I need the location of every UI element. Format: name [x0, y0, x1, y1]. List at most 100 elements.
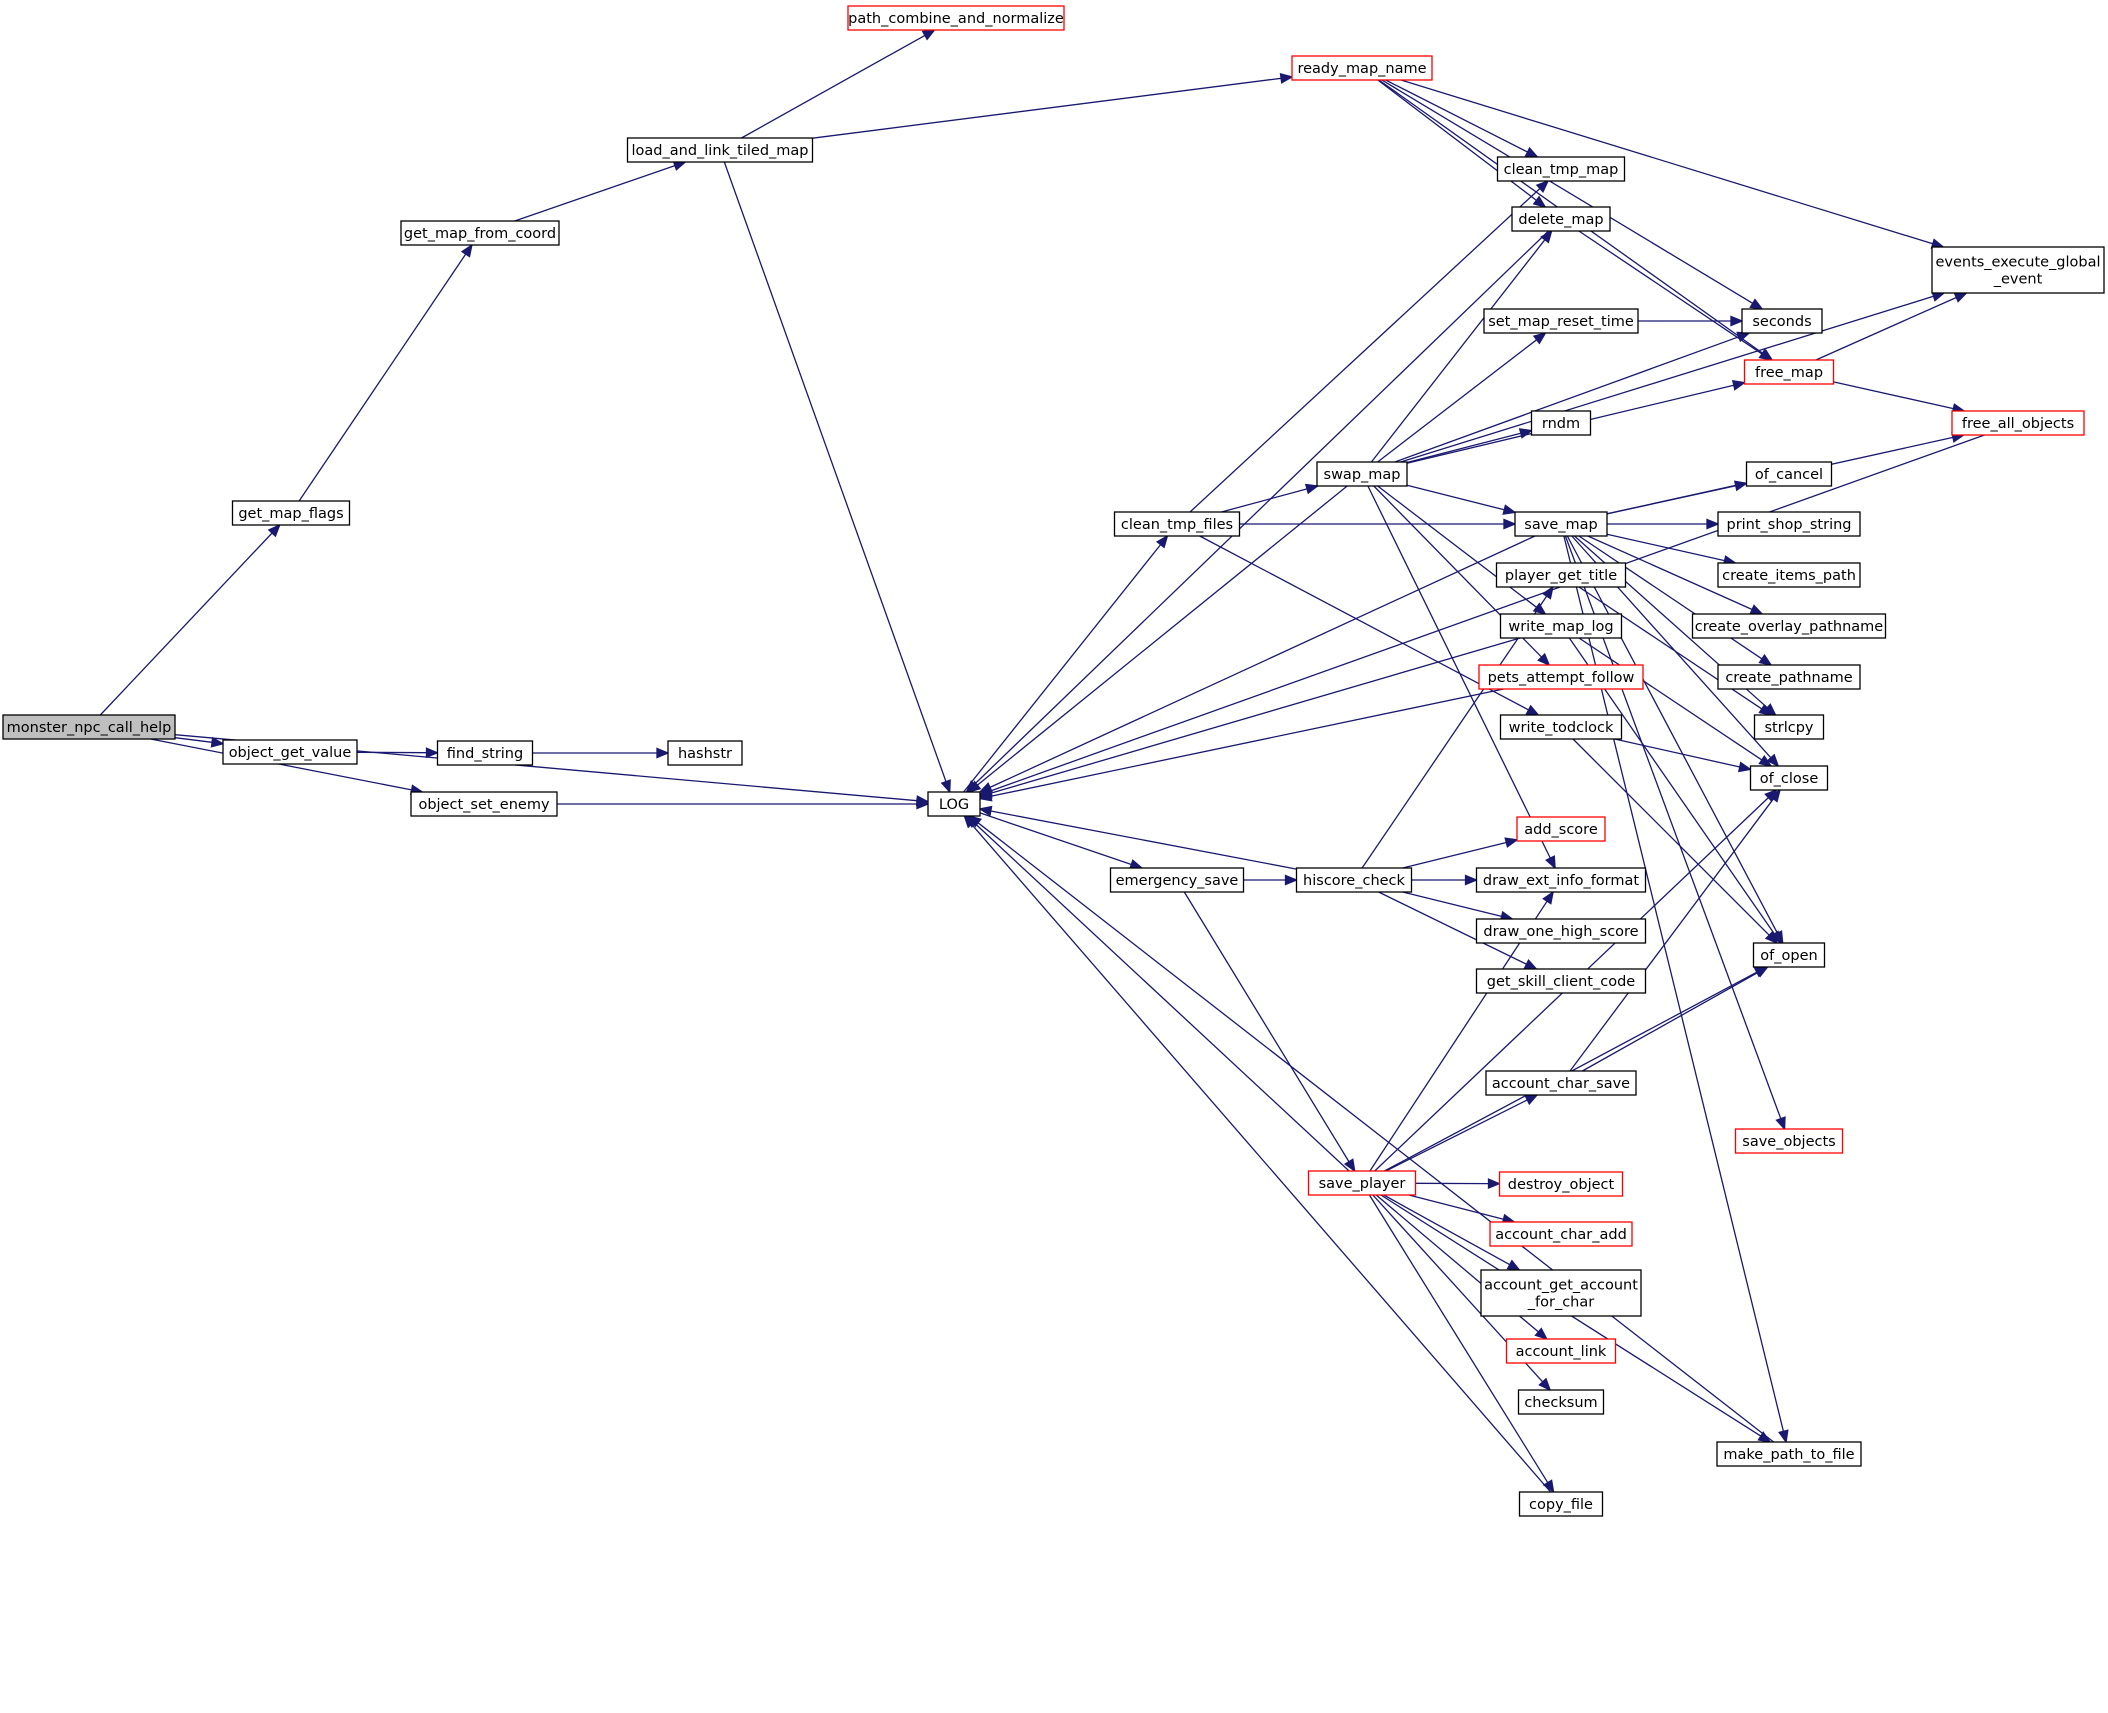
node-LOG[interactable]: LOG: [927, 791, 981, 817]
node-monster-npc-call-help[interactable]: monster_npc_call_help: [2, 714, 176, 740]
node-box[interactable]: [1717, 664, 1861, 690]
node-box[interactable]: [231, 500, 351, 526]
node-of-cancel[interactable]: of_cancel: [1745, 461, 1833, 487]
node-box[interactable]: [1485, 1070, 1637, 1096]
node-box[interactable]: [847, 5, 1065, 31]
node-box[interactable]: [1951, 410, 2085, 436]
node-object-get-value[interactable]: object_get_value: [222, 739, 358, 765]
node-box[interactable]: [1496, 156, 1626, 182]
node-box[interactable]: [410, 791, 558, 817]
node-save-objects[interactable]: save_objects: [1734, 1128, 1844, 1154]
node-box[interactable]: [1753, 714, 1825, 740]
node-box[interactable]: [1743, 359, 1835, 385]
node-create-overlay-pathname[interactable]: create_overlay_pathname: [1691, 613, 1887, 639]
node-box[interactable]: [1530, 410, 1592, 436]
node-box[interactable]: [667, 740, 743, 766]
node-box[interactable]: [1109, 867, 1245, 893]
node-load-and-link-tiled-map[interactable]: load_and_link_tiled_map: [626, 137, 814, 163]
node-get-map-from-coord[interactable]: get_map_from_coord: [400, 220, 560, 246]
node-find-string[interactable]: find_string: [436, 740, 534, 766]
node-make-path-to-file[interactable]: make_path_to_file: [1716, 1441, 1862, 1467]
node-box[interactable]: [1734, 1128, 1844, 1154]
node-destroy-object[interactable]: destroy_object: [1498, 1171, 1624, 1197]
node-account-get-account-for-char[interactable]: account_get_account_for_char: [1480, 1269, 1642, 1317]
node-swap-map[interactable]: swap_map: [1316, 461, 1408, 487]
node-write-map-log[interactable]: write_map_log: [1499, 613, 1623, 639]
node-free-map[interactable]: free_map: [1743, 359, 1835, 385]
node-set-map-reset-time[interactable]: set_map_reset_time: [1483, 308, 1639, 334]
node-of-open[interactable]: of_open: [1752, 942, 1826, 968]
node-copy-file[interactable]: copy_file: [1518, 1491, 1604, 1517]
node-create-items-path[interactable]: create_items_path: [1717, 562, 1861, 588]
node-save-map[interactable]: save_map: [1514, 511, 1608, 537]
node-box[interactable]: [1499, 613, 1623, 639]
node-checksum[interactable]: checksum: [1517, 1389, 1605, 1415]
node-box[interactable]: [1752, 942, 1826, 968]
node-hashstr[interactable]: hashstr: [667, 740, 743, 766]
node-pets-attempt-follow[interactable]: pets_attempt_follow: [1478, 664, 1644, 690]
node-draw-one-high-score[interactable]: draw_one_high_score: [1475, 918, 1647, 944]
node-box[interactable]: [1483, 308, 1639, 334]
node-seconds[interactable]: seconds: [1741, 308, 1823, 334]
node-box[interactable]: [1480, 1269, 1642, 1317]
node-create-pathname[interactable]: create_pathname: [1717, 664, 1861, 690]
node-box[interactable]: [1516, 816, 1606, 842]
node-box[interactable]: [1931, 246, 2105, 294]
node-events-execute-global-event[interactable]: events_execute_global_event: [1931, 246, 2105, 294]
node-box[interactable]: [1717, 511, 1861, 537]
node-account-link[interactable]: account_link: [1505, 1338, 1617, 1364]
node-hiscore-check[interactable]: hiscore_check: [1295, 867, 1413, 893]
node-strlcpy[interactable]: strlcpy: [1753, 714, 1825, 740]
node-draw-ext-info-format[interactable]: draw_ext_info_format: [1475, 867, 1647, 893]
node-box[interactable]: [1741, 308, 1823, 334]
node-box[interactable]: [1745, 461, 1833, 487]
node-box[interactable]: [1499, 714, 1623, 740]
node-box[interactable]: [1717, 562, 1861, 588]
node-box[interactable]: [436, 740, 534, 766]
node-box[interactable]: [1475, 867, 1647, 893]
node-box[interactable]: [1514, 511, 1608, 537]
node-box[interactable]: [222, 739, 358, 765]
node-box[interactable]: [1291, 55, 1433, 81]
node-of-close[interactable]: of_close: [1749, 765, 1829, 791]
node-get-map-flags[interactable]: get_map_flags: [231, 500, 351, 526]
node-box[interactable]: [1316, 461, 1408, 487]
node-free-all-objects[interactable]: free_all_objects: [1951, 410, 2085, 436]
node-box[interactable]: [1295, 867, 1413, 893]
node-box[interactable]: [1749, 765, 1829, 791]
node-get-skill-client-code[interactable]: get_skill_client_code: [1475, 968, 1647, 994]
node-box[interactable]: [1511, 206, 1611, 232]
node-clean-tmp-map[interactable]: clean_tmp_map: [1496, 156, 1626, 182]
node-player-get-title[interactable]: player_get_title: [1495, 562, 1627, 588]
node-box[interactable]: [1518, 1491, 1604, 1517]
node-box[interactable]: [1478, 664, 1644, 690]
node-print-shop-string[interactable]: print_shop_string: [1717, 511, 1861, 537]
node-account-char-add[interactable]: account_char_add: [1489, 1221, 1633, 1247]
node-box[interactable]: [1307, 1170, 1417, 1196]
node-box[interactable]: [1475, 918, 1647, 944]
node-box[interactable]: [1475, 968, 1647, 994]
node-rndm[interactable]: rndm: [1530, 410, 1592, 436]
node-write-todclock[interactable]: write_todclock: [1499, 714, 1623, 740]
node-path-combine-and-normalize[interactable]: path_combine_and_normalize: [847, 5, 1065, 31]
node-box[interactable]: [1716, 1441, 1862, 1467]
node-add-score[interactable]: add_score: [1516, 816, 1606, 842]
node-box[interactable]: [2, 714, 176, 740]
node-emergency-save[interactable]: emergency_save: [1109, 867, 1245, 893]
node-box[interactable]: [1498, 1171, 1624, 1197]
node-ready-map-name[interactable]: ready_map_name: [1291, 55, 1433, 81]
node-delete-map[interactable]: delete_map: [1511, 206, 1611, 232]
node-box[interactable]: [1505, 1338, 1617, 1364]
node-box[interactable]: [400, 220, 560, 246]
node-box[interactable]: [1517, 1389, 1605, 1415]
node-object-set-enemy[interactable]: object_set_enemy: [410, 791, 558, 817]
node-box[interactable]: [1495, 562, 1627, 588]
node-account-char-save[interactable]: account_char_save: [1485, 1070, 1637, 1096]
node-box[interactable]: [626, 137, 814, 163]
node-box[interactable]: [1691, 613, 1887, 639]
node-box[interactable]: [1113, 511, 1241, 537]
node-save-player[interactable]: save_player: [1307, 1170, 1417, 1196]
node-clean-tmp-files[interactable]: clean_tmp_files: [1113, 511, 1241, 537]
node-box[interactable]: [1489, 1221, 1633, 1247]
node-box[interactable]: [927, 791, 981, 817]
